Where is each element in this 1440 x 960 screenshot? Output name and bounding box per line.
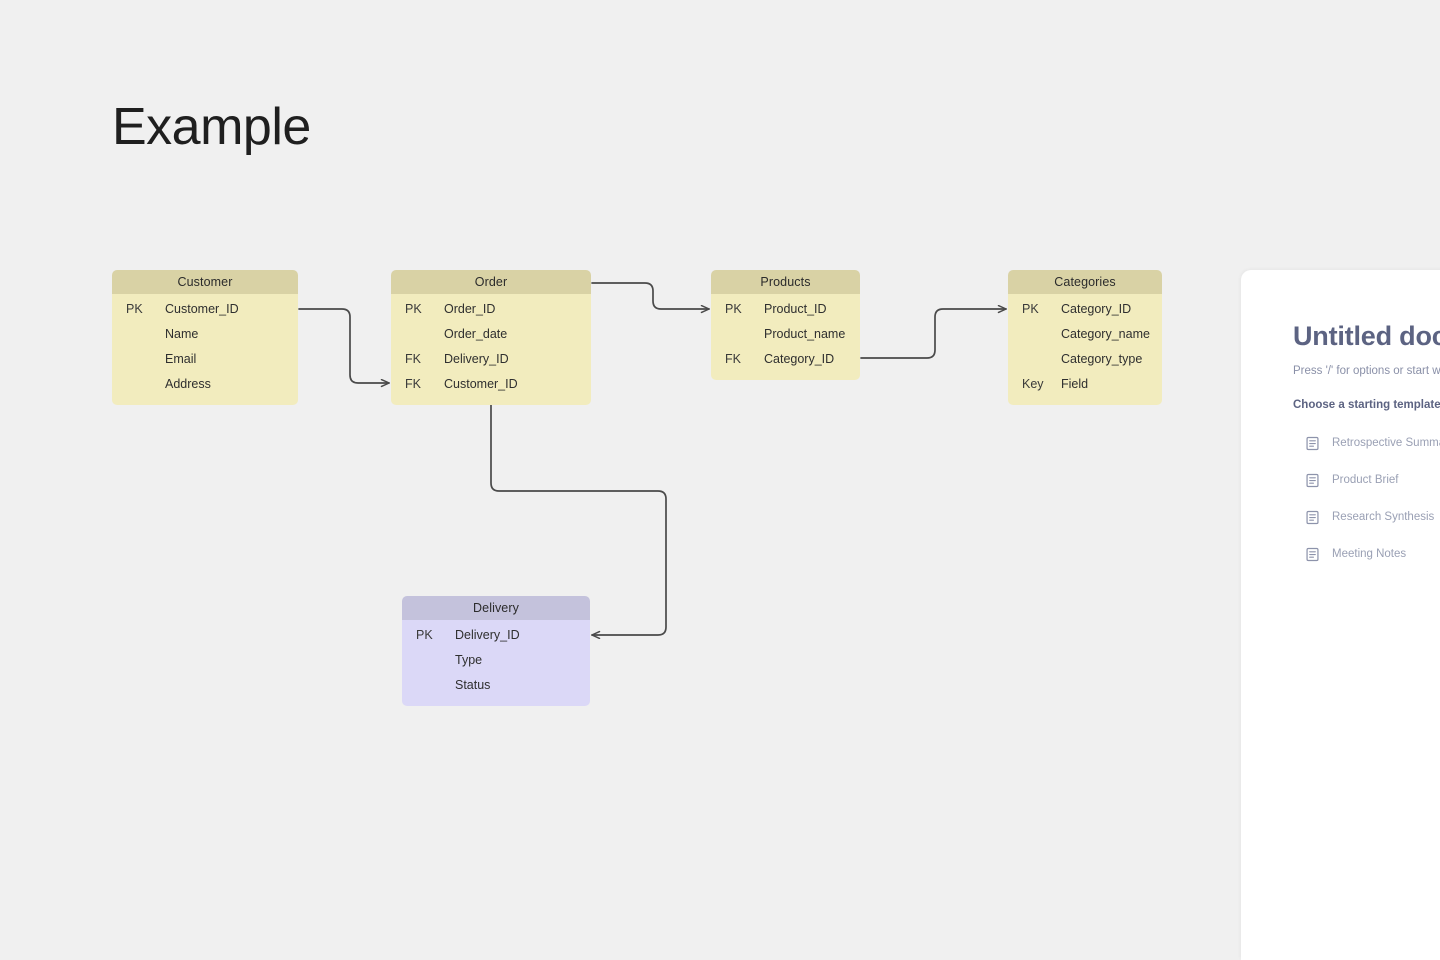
connector-products-categories (860, 309, 1007, 359)
row-field: Order_date (444, 327, 508, 341)
row-field: Customer_ID (444, 377, 518, 391)
connector-order-products (591, 282, 710, 309)
table-row[interactable]: PK Order_ID (391, 297, 591, 322)
table-row[interactable]: PK Customer_ID (112, 297, 298, 322)
row-field: Type (455, 653, 483, 667)
table-row[interactable]: Key Field (1008, 372, 1162, 397)
row-key: PK (126, 302, 143, 316)
document-placeholder-hint: Press '/' for options or start writing (1293, 364, 1440, 377)
table-row[interactable]: FK Customer_ID (391, 372, 591, 397)
document-icon (1306, 436, 1319, 450)
table-row[interactable]: Category_name (1008, 322, 1162, 347)
entity-order-title: Order (391, 270, 591, 294)
table-row[interactable]: Name (112, 322, 298, 347)
page-title: Example (112, 98, 311, 156)
row-field: Address (165, 377, 211, 391)
table-row[interactable]: PK Category_ID (1008, 297, 1162, 322)
entity-customer-title: Customer (112, 270, 298, 294)
row-key: PK (1022, 302, 1039, 316)
template-list: Retrospective Summary Product Brief (1293, 425, 1440, 573)
table-row[interactable]: FK Delivery_ID (391, 347, 591, 372)
entity-categories[interactable]: Categories PK Category_ID Category_name … (1008, 270, 1162, 405)
entity-products-fields: PK Product_ID Product_name FK Category_I… (711, 294, 860, 380)
template-item-label: Product Brief (1332, 474, 1399, 487)
row-key: Key (1022, 377, 1044, 391)
row-key: PK (405, 302, 422, 316)
row-key: PK (416, 628, 433, 642)
row-field: Category_type (1061, 352, 1143, 366)
entity-order[interactable]: Order PK Order_ID Order_date FK Delivery… (391, 270, 591, 405)
row-key: FK (405, 352, 421, 366)
connector-customer-order (298, 308, 390, 383)
document-panel[interactable]: Untitled doc Press '/' for options or st… (1241, 270, 1440, 960)
row-field: Status (455, 678, 491, 692)
entity-customer[interactable]: Customer PK Customer_ID Name Email Addre… (112, 270, 298, 405)
row-field: Name (165, 327, 199, 341)
entity-customer-fields: PK Customer_ID Name Email Address (112, 294, 298, 405)
template-item-label: Retrospective Summary (1332, 437, 1440, 450)
template-item-label: Research Synthesis (1332, 511, 1435, 524)
entity-delivery-fields: PK Delivery_ID Type Status (402, 620, 590, 706)
row-field: Delivery_ID (455, 628, 520, 642)
entity-categories-title: Categories (1008, 270, 1162, 294)
template-item-research-synthesis[interactable]: Research Synthesis (1293, 499, 1440, 536)
row-field: Category_ID (764, 352, 835, 366)
document-icon (1306, 510, 1319, 524)
table-row[interactable]: Order_date (391, 322, 591, 347)
row-key: PK (725, 302, 742, 316)
row-field: Delivery_ID (444, 352, 509, 366)
table-row[interactable]: Email (112, 347, 298, 372)
template-item-meeting-notes[interactable]: Meeting Notes (1293, 536, 1440, 573)
template-item-label: Meeting Notes (1332, 548, 1407, 561)
document-title[interactable]: Untitled doc (1293, 321, 1440, 351)
table-row[interactable]: Type (402, 648, 590, 673)
row-field: Product_ID (764, 302, 827, 316)
table-row[interactable]: Address (112, 372, 298, 397)
document-icon (1306, 547, 1319, 561)
row-field: Email (165, 352, 197, 366)
entity-delivery[interactable]: Delivery PK Delivery_ID Type Status (402, 596, 590, 706)
entity-delivery-title: Delivery (402, 596, 590, 620)
row-field: Product_name (764, 327, 846, 341)
template-item-product-brief[interactable]: Product Brief (1293, 462, 1440, 499)
row-field: Customer_ID (165, 302, 239, 316)
table-row[interactable]: FK Category_ID (711, 347, 860, 372)
table-row[interactable]: Product_name (711, 322, 860, 347)
row-field: Order_ID (444, 302, 496, 316)
row-key: FK (725, 352, 741, 366)
row-field: Category_ID (1061, 302, 1132, 316)
entity-products[interactable]: Products PK Product_ID Product_name FK C… (711, 270, 860, 380)
document-icon (1306, 473, 1319, 487)
template-item-retrospective-summary[interactable]: Retrospective Summary (1293, 425, 1440, 462)
row-field: Category_name (1061, 327, 1150, 341)
entity-products-title: Products (711, 270, 860, 294)
entity-categories-fields: PK Category_ID Category_name Category_ty… (1008, 294, 1162, 405)
table-row[interactable]: PK Product_ID (711, 297, 860, 322)
table-row[interactable]: Status (402, 673, 590, 698)
template-section-heading: Choose a starting template (1293, 398, 1440, 411)
table-row[interactable]: Category_type (1008, 347, 1162, 372)
entity-order-fields: PK Order_ID Order_date FK Delivery_ID FK… (391, 294, 591, 405)
document-panel-content: Untitled doc Press '/' for options or st… (1241, 270, 1440, 573)
table-row[interactable]: PK Delivery_ID (402, 623, 590, 648)
row-field: Field (1061, 377, 1089, 391)
row-key: FK (405, 377, 421, 391)
